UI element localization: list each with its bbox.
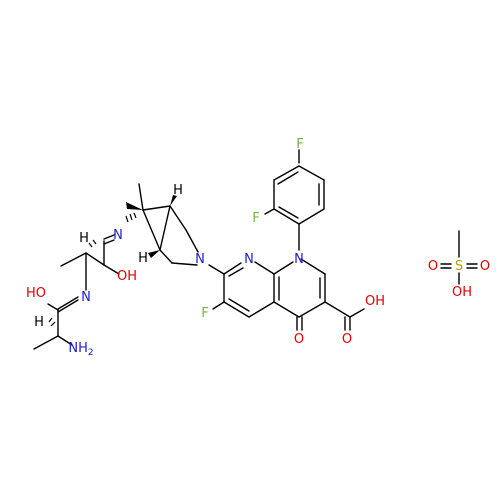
atom-o-mesyl-left: O [428,259,438,274]
bond [57,335,73,346]
hash-bond [48,212,137,327]
bond [273,261,294,275]
bond [228,298,250,312]
bond [33,335,59,350]
bond [254,261,275,275]
bond [324,301,351,318]
atom-n-imine1: N [113,228,123,243]
bond [142,205,171,211]
stereo-bonds [48,195,177,327]
bond [212,301,225,310]
bond [298,208,325,225]
bond [142,209,161,251]
atom-cooh-oh: OH [365,294,385,309]
bond [273,301,300,318]
atom-labels: F F N N F O O OH N H H N OH H N HO H NH2… [26,137,490,358]
atom-n8: N [244,252,254,267]
bond [208,264,225,275]
bond [85,252,105,266]
atom-f6: F [201,306,208,321]
atom-o4: O [294,332,304,347]
atom-oh-imine2: HO [26,286,46,301]
wedge-bond [126,202,143,210]
bond [60,252,87,267]
bond [169,205,187,231]
atom-s-mesyl: S [455,259,463,274]
bond [277,171,299,185]
bonds [33,149,478,350]
bond [273,165,300,181]
atom-h-ala1: H [79,231,89,246]
bond [228,267,244,277]
atom-cooh-o: O [342,332,352,347]
bond [223,301,250,318]
atom-oh-mesyl: OH [452,285,472,300]
atom-n-pyrrolidine: N [195,252,205,267]
bond [171,262,198,266]
bond [57,296,79,310]
bond [248,301,275,318]
atom-h-bridge-top: H [173,183,183,198]
bond [273,208,300,225]
atom-h-ala2: H [34,315,44,330]
bond [278,206,299,219]
wedge-bond [170,195,177,206]
atom-o-mesyl-right: O [480,259,490,274]
bond [349,308,365,318]
bond [300,258,326,275]
atom-oh-imine1: OH [117,269,137,284]
bond [138,183,144,211]
bond [159,205,171,251]
bond [57,299,79,313]
bond [298,301,326,318]
atom-n-imine2: N [81,290,91,305]
bond [103,239,115,245]
bond [103,264,120,275]
wedge-bond [148,250,160,258]
atom-n1: N [294,252,304,267]
bond [185,229,199,253]
bond [298,165,325,181]
bond [159,249,173,264]
bond [47,303,59,311]
bond [223,262,242,275]
atom-f-top: F [296,137,303,152]
bond [103,234,115,240]
atom-nh2: NH2 [68,341,93,358]
bond [264,208,275,215]
atom-f-ortho: F [252,211,259,226]
atom-h-bridge-bottom: H [138,251,148,266]
